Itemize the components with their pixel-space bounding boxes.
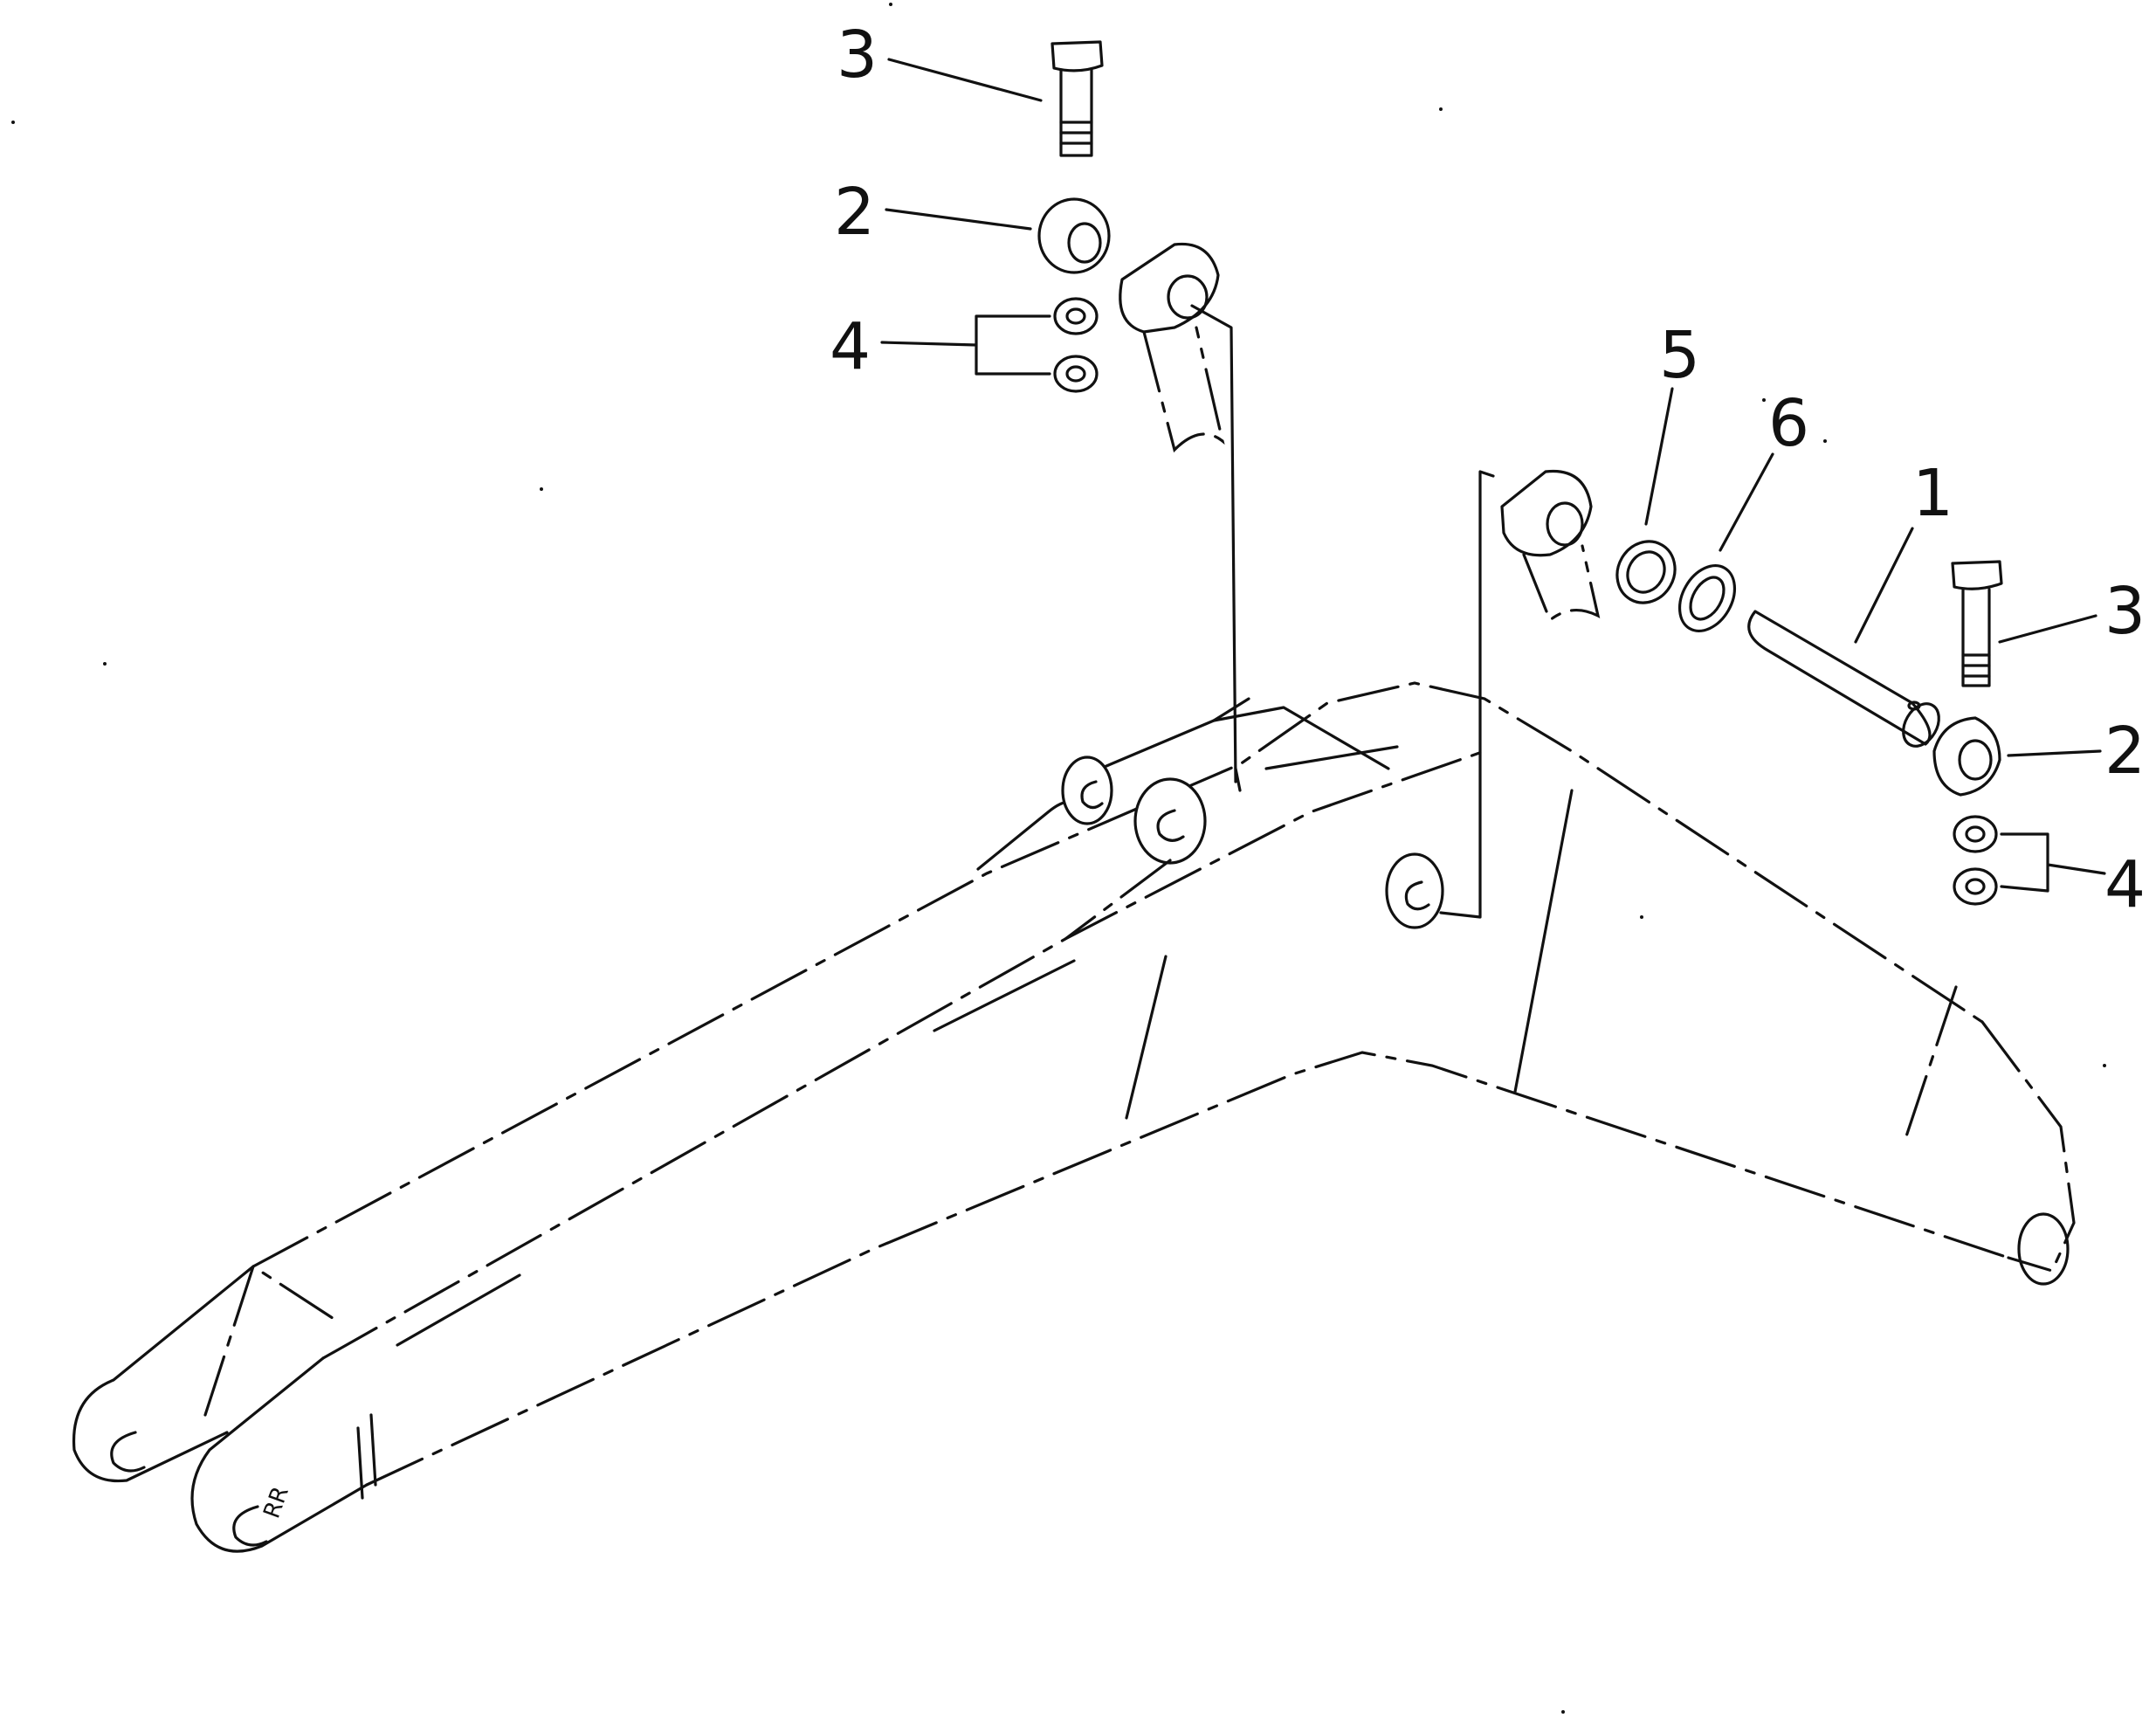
collar-top-bore: [1067, 222, 1102, 264]
rear-bracket-hole: [1404, 880, 1430, 911]
callout-leaders: [880, 58, 2106, 893]
spacer-top-a-bore: [1065, 307, 1086, 325]
fork-plate-edge-2: [356, 1426, 364, 1500]
spacer-top-b-bore: [1065, 365, 1086, 383]
leader-pin-1: [1854, 527, 1914, 644]
callout-spacer-right: 4: [2104, 847, 2146, 922]
leader-bolt-right: [1998, 614, 2097, 644]
rod-end-right-bore: [1546, 501, 1584, 547]
bracket-top-inner: [1264, 745, 1399, 770]
top-pin-assembly: [1037, 40, 1242, 792]
shim-6-outer: [1677, 564, 1737, 632]
boom-section-line-end: [1902, 985, 1958, 1146]
bracket-right-hole: [1156, 809, 1185, 842]
shim-6-inner: [1689, 576, 1725, 621]
spacer-top-b: [1053, 355, 1099, 393]
right-leader-pin-line: [1439, 470, 1495, 919]
spacer-top-a: [1053, 297, 1099, 335]
callout-collar-right: 2: [2104, 714, 2146, 789]
bolt-right-head: [1951, 560, 2003, 590]
boom-right-end: [1980, 1020, 2076, 1273]
callout-bolt-top: 3: [837, 17, 878, 93]
leader-collar-right: [2007, 749, 2102, 757]
shim-5-inner: [1626, 550, 1666, 594]
callout-pin-1: 1: [1912, 456, 1953, 531]
leader-shim-5: [1644, 387, 1674, 526]
callout-collar-top: 2: [834, 175, 875, 250]
bracket-right-boss: [1133, 777, 1207, 865]
bracket-top-plate: [1212, 706, 1390, 770]
leader-shim-6: [1719, 452, 1774, 552]
callout-bolt-right: 3: [2104, 574, 2146, 649]
callout-spacer-top: 4: [830, 309, 871, 384]
boom-upper-inner-edge: [321, 749, 1486, 1360]
rod-end-top-bore: [1167, 274, 1209, 320]
bolt-top-shank: [1059, 68, 1093, 157]
rod-end-right-body: [1522, 544, 1601, 623]
bolt-top-thread: [1059, 121, 1093, 145]
boom-stamp: RR: [258, 1483, 294, 1521]
fork-plate-edge: [369, 1413, 377, 1487]
bolt-right-shank: [1961, 588, 1991, 687]
scan-speckles: [11, 3, 2106, 1714]
leader-spacer-right: [2000, 832, 2106, 893]
callout-shim-6: 6: [1768, 386, 1809, 461]
boom-section-line-right: [1513, 789, 1574, 1094]
boom-foot-pin-boss: [2017, 1212, 2070, 1286]
boom-top-edge: [251, 681, 1984, 1268]
leader-bolt-top: [887, 58, 1043, 102]
bracket-left-boss: [1061, 756, 1113, 825]
spacer-right-b-bore: [1965, 878, 1986, 895]
pin-1-end: [1902, 702, 1940, 748]
pin-1-hole: [1907, 700, 1921, 711]
fork-left-arm: [72, 1265, 255, 1483]
pin-1-body: [1747, 610, 1932, 746]
bolt-right-thread: [1961, 653, 1991, 678]
bolt-top-head: [1050, 40, 1104, 72]
collar-right-bore: [1958, 739, 1993, 781]
shim-5-outer: [1615, 540, 1677, 604]
rear-bracket-boss: [1385, 852, 1444, 929]
bracket-dash: [1064, 859, 1172, 941]
rod-end-right: [1500, 469, 1593, 557]
bracket-left: [976, 697, 1250, 871]
top-leader-pin-line-2: [1234, 767, 1242, 792]
spacer-right-a-bore: [1965, 825, 1986, 843]
fork-gap-line: [203, 1264, 342, 1417]
leader-spacer-top: [880, 314, 1051, 376]
fork-right-arm: [190, 1356, 369, 1553]
right-pin-assembly: [1439, 469, 2003, 919]
collar-top: [1037, 197, 1111, 274]
boom-front-hint: [396, 1273, 521, 1347]
spacer-right-a: [1953, 815, 1998, 853]
boom-section-line-left: [1125, 955, 1168, 1120]
callout-shim-5: 5: [1659, 318, 1700, 393]
front-pin-hole-right: [232, 1505, 268, 1547]
callout-labels: 3 2 4 5 6 1 3 2 4: [830, 17, 2146, 922]
leader-collar-top: [885, 208, 1032, 231]
front-pin-hole-left: [110, 1431, 146, 1473]
bracket-left-hole: [1080, 780, 1104, 810]
boom-bottom-edge: [365, 1051, 2010, 1487]
spacer-right-b: [1953, 867, 1998, 906]
rod-end-top-body: [1142, 326, 1225, 453]
boom: RR: [72, 681, 2076, 1553]
top-leader-pin-line: [1190, 304, 1237, 783]
boom-center-hint: [933, 959, 1076, 1032]
